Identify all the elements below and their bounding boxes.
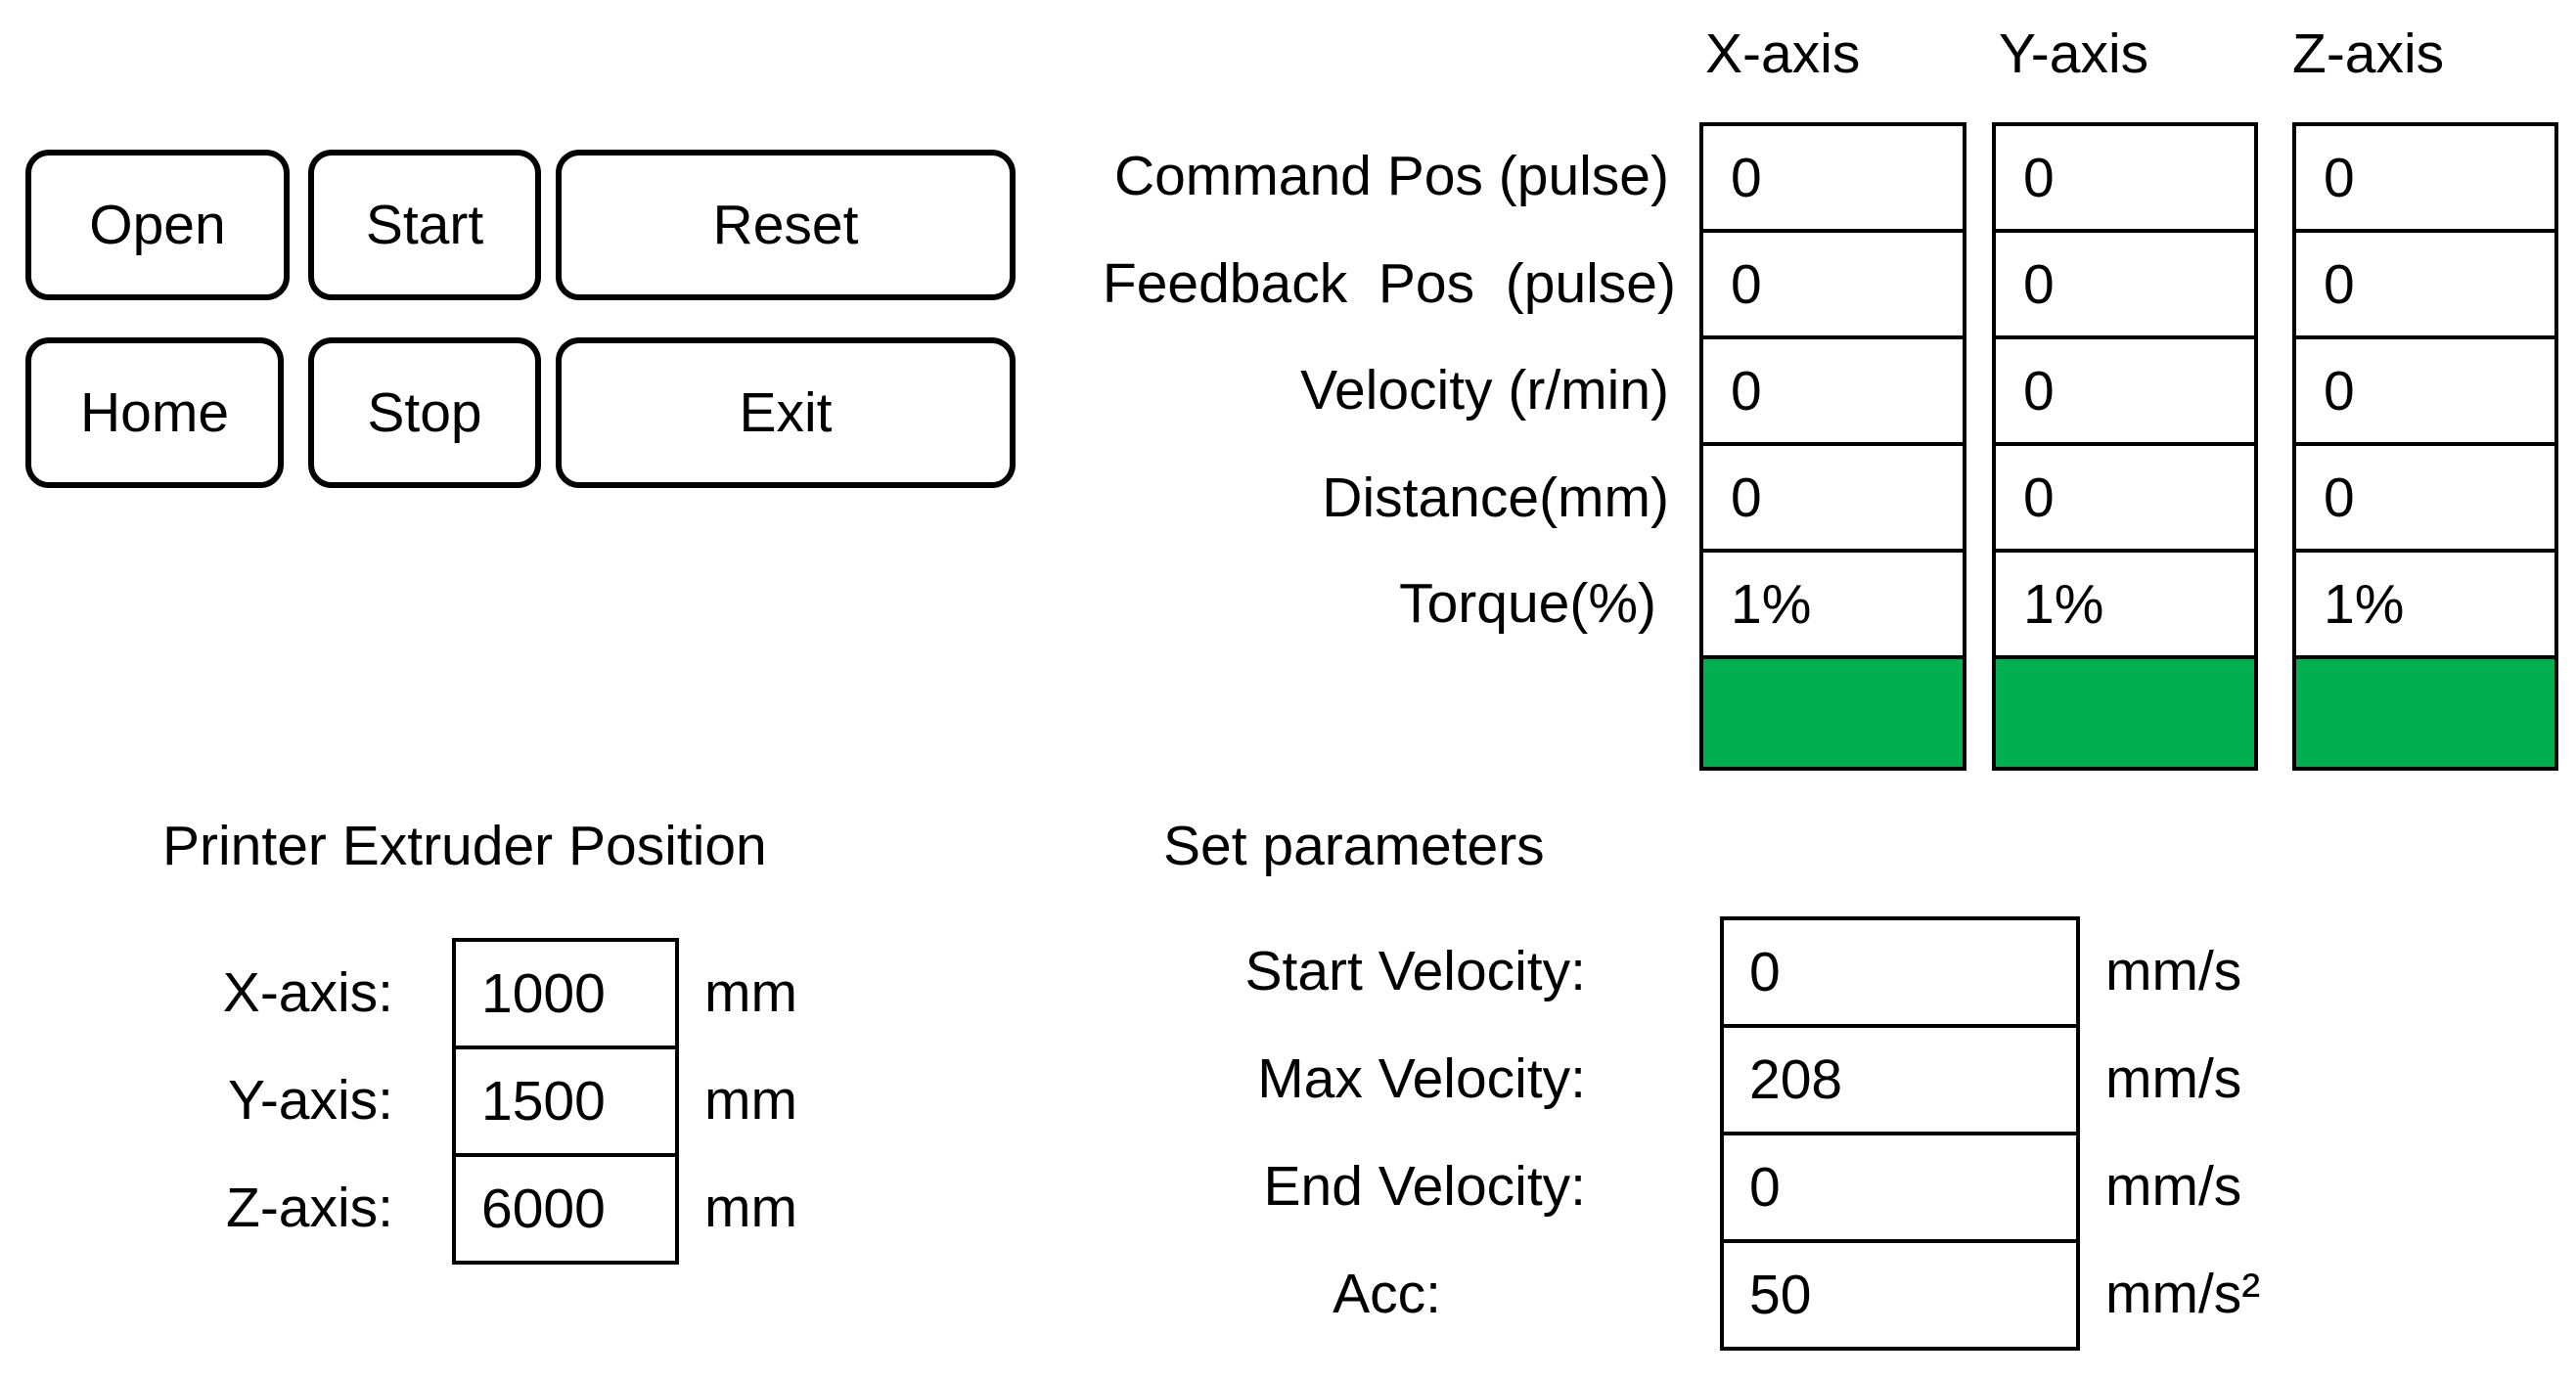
- start-velocity-field[interactable]: 0: [1720, 916, 2080, 1028]
- stop-button[interactable]: Stop: [308, 337, 541, 488]
- z-velocity-value: 0: [2292, 335, 2558, 446]
- command-pos-label: Command Pos (pulse): [1113, 145, 1669, 207]
- start-velocity-unit: mm/s: [2105, 940, 2242, 1002]
- z-torque-meter: [2292, 655, 2558, 771]
- acc-unit: mm/s²: [2105, 1263, 2261, 1325]
- z-distance-value: 0: [2292, 442, 2558, 553]
- x-torque-meter-fill: [1703, 659, 1963, 767]
- z-axis-header: Z-axis: [2292, 22, 2445, 85]
- start-button[interactable]: Start: [308, 150, 541, 300]
- extruder-title: Printer Extruder Position: [162, 815, 767, 877]
- extruder-x-field[interactable]: 1000: [452, 938, 679, 1049]
- extruder-x-unit: mm: [704, 961, 797, 1024]
- velocity-label: Velocity (r/min): [1300, 359, 1669, 422]
- y-torque-meter: [1992, 655, 2258, 771]
- y-command-pos-value: 0: [1992, 122, 2258, 233]
- x-torque-meter: [1699, 655, 1966, 771]
- acc-label: Acc:: [1333, 1263, 1441, 1325]
- x-command-pos-value: 0: [1699, 122, 1966, 233]
- torque-label: Torque(%): [1399, 572, 1656, 635]
- extruder-z-unit: mm: [704, 1177, 797, 1239]
- x-feedback-pos-value: 0: [1699, 229, 1966, 339]
- start-velocity-label: Start Velocity:: [1244, 940, 1587, 1002]
- extruder-z-field[interactable]: 6000: [452, 1153, 679, 1265]
- y-feedback-pos-value: 0: [1992, 229, 2258, 339]
- feedback-pos-label: Feedback Pos (pulse): [1102, 252, 1676, 315]
- x-distance-value: 0: [1699, 442, 1966, 553]
- reset-button[interactable]: Reset: [556, 150, 1016, 300]
- y-distance-value: 0: [1992, 442, 2258, 553]
- x-axis-header: X-axis: [1705, 22, 1861, 85]
- home-button[interactable]: Home: [25, 337, 284, 488]
- y-torque-value: 1%: [1992, 549, 2258, 659]
- distance-label: Distance(mm): [1322, 467, 1669, 529]
- extruder-x-label: X-axis:: [222, 961, 393, 1024]
- z-torque-meter-fill: [2296, 659, 2554, 767]
- max-velocity-field[interactable]: 208: [1720, 1024, 2080, 1135]
- z-torque-value: 1%: [2292, 549, 2558, 659]
- params-title: Set parameters: [1163, 815, 1545, 877]
- end-velocity-field[interactable]: 0: [1720, 1132, 2080, 1243]
- extruder-y-label: Y-axis:: [228, 1069, 393, 1132]
- exit-button[interactable]: Exit: [556, 337, 1016, 488]
- max-velocity-unit: mm/s: [2105, 1047, 2242, 1110]
- end-velocity-label: End Velocity:: [1263, 1155, 1586, 1218]
- extruder-z-label: Z-axis:: [226, 1177, 393, 1239]
- acc-field[interactable]: 50: [1720, 1239, 2080, 1351]
- z-feedback-pos-value: 0: [2292, 229, 2558, 339]
- max-velocity-label: Max Velocity:: [1257, 1047, 1586, 1110]
- extruder-y-unit: mm: [704, 1069, 797, 1132]
- x-torque-value: 1%: [1699, 549, 1966, 659]
- end-velocity-unit: mm/s: [2105, 1155, 2242, 1218]
- z-command-pos-value: 0: [2292, 122, 2558, 233]
- y-torque-meter-fill: [1996, 659, 2254, 767]
- open-button[interactable]: Open: [25, 150, 290, 300]
- y-velocity-value: 0: [1992, 335, 2258, 446]
- x-velocity-value: 0: [1699, 335, 1966, 446]
- extruder-y-field[interactable]: 1500: [452, 1045, 679, 1157]
- y-axis-header: Y-axis: [1999, 22, 2149, 85]
